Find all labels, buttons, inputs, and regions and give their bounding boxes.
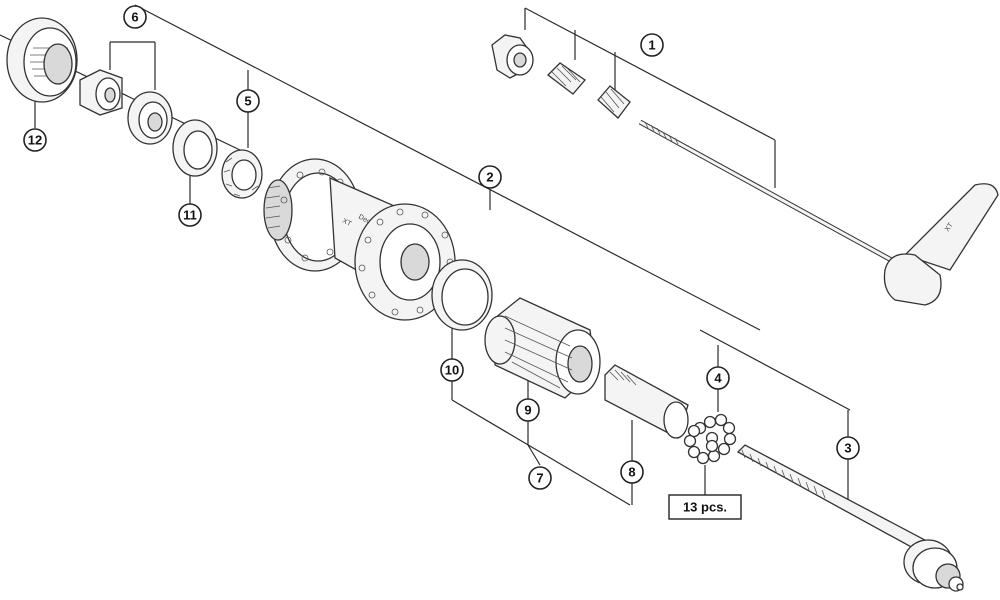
callout-4-label: 4 [714,371,722,386]
spring-small [547,62,586,95]
callout-2: 2 [478,165,502,189]
callout-11-label: 11 [183,208,197,223]
hub-axle [736,444,964,592]
callout-6-label: 6 [131,10,138,25]
callout-10-label: 10 [445,363,459,378]
callout-10: 10 [440,358,464,382]
callout-5-label: 5 [244,94,251,109]
locknut [221,149,263,199]
callout-3-label: 3 [844,441,851,456]
dust-cap [6,17,78,103]
spring-large [597,85,631,119]
callout-9-label: 9 [524,403,531,418]
cone-assembly [79,69,173,145]
callout-11: 11 [178,203,202,227]
callout-5: 5 [236,89,260,113]
callout-12-label: 12 [28,133,42,148]
callout-1-label: 1 [648,38,655,53]
callout-7: 7 [528,466,552,490]
spacer-washer [431,259,493,331]
freehub-body [484,297,601,399]
callout-6: 6 [123,5,147,29]
spacer-tube [604,364,689,439]
callout-9: 9 [516,398,540,422]
hub-brand-text: XT [341,218,353,229]
quick-release-skewer: XT [491,34,999,306]
callout-3: 3 [836,436,860,460]
callout-12: 12 [23,128,47,152]
lever-brand-text: XT [944,221,955,233]
leader-lines [0,4,851,506]
callout-8: 8 [620,460,644,484]
callout-8-label: 8 [628,465,635,480]
callout-7-label: 7 [536,471,543,486]
quantity-note-label: 13 pcs. [683,500,727,515]
hub-body: XT Deore [263,158,456,321]
seal-ring [172,119,218,177]
quantity-note: 13 pcs. [668,494,742,520]
ball-bearings [683,413,737,465]
callout-2-label: 2 [486,170,493,185]
callout-1: 1 [640,33,664,57]
callout-4: 4 [706,366,730,390]
